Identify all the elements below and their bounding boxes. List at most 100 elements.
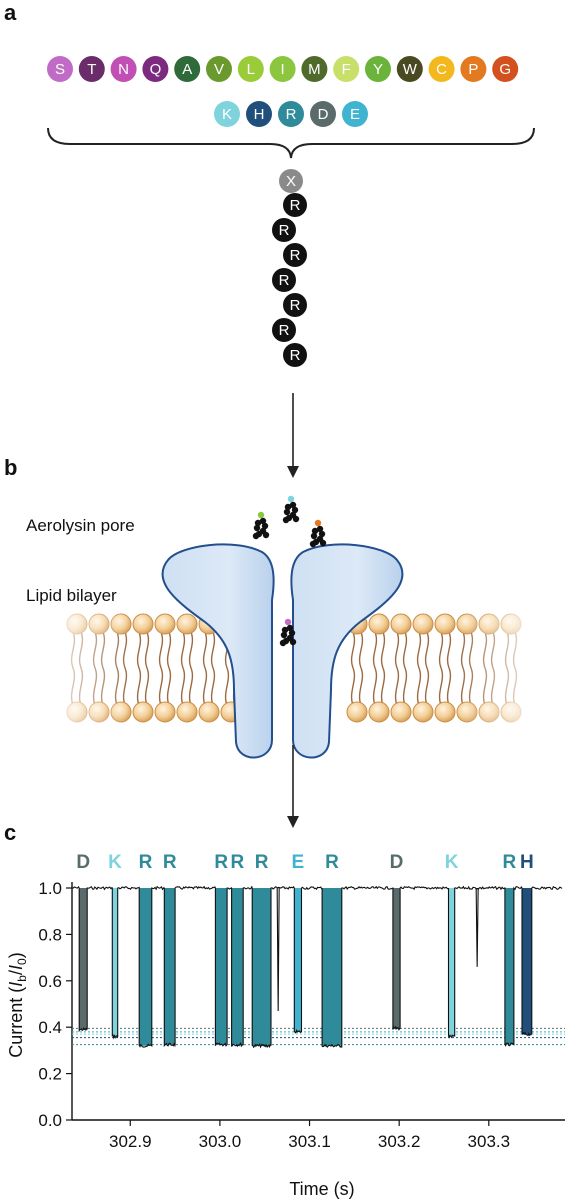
peptide-molecule-icon [279, 618, 297, 647]
event-label-R: R [231, 852, 245, 873]
aerolysin-pore-right-half [290, 543, 404, 759]
lipid-head [154, 701, 176, 723]
amino-acid-letter: D [318, 106, 329, 123]
amino-acid-V: V [206, 56, 232, 82]
peptide-residue-R: R [283, 243, 307, 267]
event-block-R [164, 888, 176, 1045]
amino-acid-letter: S [55, 61, 65, 78]
amino-acid-letter: Q [150, 61, 162, 78]
x-tick-label: 303.3 [468, 1132, 511, 1151]
event-block-K [112, 888, 118, 1037]
x-axis-title: Time (s) [289, 1179, 354, 1199]
event-label-R: R [325, 852, 339, 873]
amino-acid-letter: W [403, 61, 418, 78]
event-label-K: K [445, 852, 459, 873]
amino-acid-letter: N [118, 61, 129, 78]
amino-acid-P: P [460, 56, 487, 82]
amino-acid-letter: H [254, 106, 265, 123]
panel-c-label: c [4, 820, 17, 845]
lipid-head [154, 613, 176, 635]
transient-spike [276, 887, 280, 1011]
event-label-R: R [255, 852, 269, 873]
amino-acid-Q: Q [142, 56, 169, 82]
bilayer-fade-right [460, 610, 525, 726]
amino-acid-R: R [278, 101, 304, 127]
amino-acid-D: D [310, 101, 336, 127]
peptide-residue-R: R [272, 218, 296, 242]
arrowhead-b-to-c [287, 816, 299, 828]
lipid-head [434, 701, 456, 723]
lipid-bilayer-label: Lipid bilayer [26, 586, 117, 605]
lipid-head [412, 613, 434, 635]
x-tick-label: 303.1 [288, 1132, 331, 1151]
arrowhead-a-to-b [287, 466, 299, 478]
curly-brace [47, 127, 535, 159]
amino-acid-T: T [78, 56, 105, 82]
amino-acid-F: F [333, 56, 360, 82]
amino-acid-H: H [246, 101, 272, 127]
y-tick-label: 0.0 [38, 1111, 62, 1130]
lipid-tails [438, 631, 452, 706]
bilayer-fade-left [60, 610, 130, 726]
residue-letter: R [290, 347, 301, 364]
event-label-E: E [292, 852, 305, 873]
x-tick-label: 303.2 [378, 1132, 421, 1151]
y-tick-label: 0.4 [38, 1018, 62, 1037]
residue-letter: R [290, 247, 301, 264]
amino-acid-letter: C [436, 61, 447, 78]
amino-acid-letter: E [350, 106, 360, 123]
peptide-residue-R: R [283, 193, 307, 217]
event-block-H [521, 888, 532, 1035]
lipid-tails [372, 631, 386, 706]
amino-acid-letter: A [182, 61, 192, 78]
event-block-D [79, 888, 88, 1030]
x-tick-label: 303.0 [199, 1132, 242, 1151]
panel-a-label: a [4, 0, 17, 25]
lipid-head [412, 701, 434, 723]
lipid-head [198, 701, 220, 723]
lipid-tails [136, 631, 150, 706]
event-label-H: H [520, 852, 534, 873]
event-label-R: R [163, 852, 177, 873]
event-block-R [215, 888, 228, 1045]
event-block-R [504, 888, 514, 1045]
residue-letter: R [290, 197, 301, 214]
peptide-residue-R: R [272, 318, 296, 342]
lipid-head [434, 613, 456, 635]
current-trace-line [71, 885, 563, 1049]
lipid-head [368, 701, 390, 723]
lipid-head [390, 701, 412, 723]
y-axis-title: Current (Ib/I0) [6, 952, 29, 1057]
panel-b-label: b [4, 455, 18, 480]
peptide-head-residue: X [279, 169, 303, 193]
residue-letter: R [290, 297, 301, 314]
event-label-K: K [108, 852, 122, 873]
lipid-tails [158, 631, 172, 706]
amino-acid-letter: K [222, 106, 232, 123]
amino-acid-letter: G [499, 61, 511, 78]
lipid-head [132, 701, 154, 723]
event-block-R [139, 888, 152, 1046]
lipid-head [176, 613, 198, 635]
amino-acid-A: A [174, 56, 201, 82]
event-block-D [392, 888, 401, 1029]
aerolysin-pore-left-half [161, 543, 275, 759]
amino-acid-N: N [110, 56, 137, 82]
event-label-R: R [214, 852, 228, 873]
peptide-molecule-icon [309, 519, 327, 548]
amino-acid-M: M [301, 56, 328, 82]
event-label-R: R [503, 852, 517, 873]
amino-acid-letter: F [342, 61, 351, 78]
amino-acid-C: C [428, 56, 455, 82]
residue-letter: X [286, 173, 296, 190]
amino-acid-W: W [396, 56, 423, 82]
peptide-residue-R: R [272, 268, 296, 292]
y-tick-label: 0.2 [38, 1065, 62, 1084]
amino-acid-letter: L [247, 61, 255, 78]
event-block-E [294, 888, 302, 1032]
amino-acid-letter: T [87, 61, 96, 78]
